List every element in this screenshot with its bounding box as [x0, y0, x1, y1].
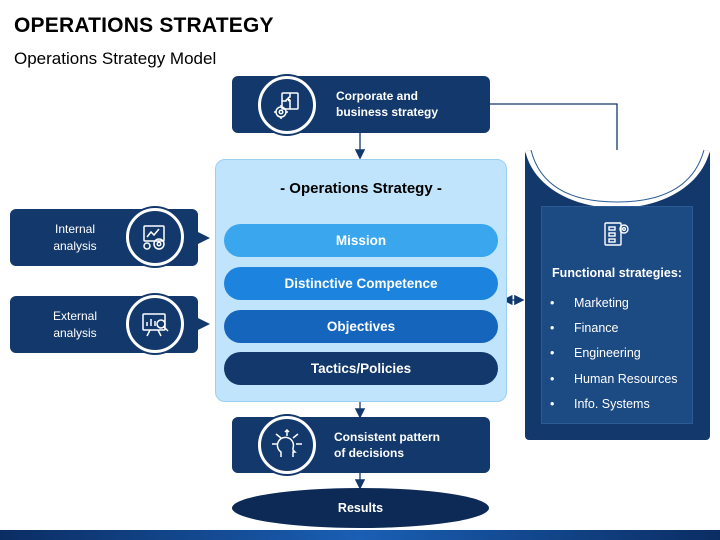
- pill-tactics-policies: Tactics/Policies: [224, 352, 498, 385]
- external-analysis-label-line2: analysis: [53, 326, 97, 340]
- puzzle-gear-icon: [258, 76, 316, 134]
- flowchart-icon: [602, 219, 632, 249]
- internal-analysis-label-line2: analysis: [53, 239, 97, 253]
- functional-strategies-panel: Functional strategies: •Marketing •Finan…: [525, 150, 710, 440]
- functional-strategies-list: •Marketing •Finance •Engineering •Human …: [550, 291, 678, 417]
- internal-analysis-label-line1: Internal: [54, 222, 96, 236]
- list-item: •Info. Systems: [550, 396, 650, 411]
- footer-bar: [0, 530, 720, 540]
- functional-strategies-title: Functional strategies:: [552, 266, 682, 280]
- presentation-search-icon: [126, 295, 184, 353]
- pill-mission: Mission: [224, 224, 498, 257]
- panel-arc-cutout: [525, 150, 710, 208]
- arrow-internal-to-ops: [198, 232, 210, 244]
- corporate-strategy-label-line2: business strategy: [336, 105, 439, 119]
- external-analysis-label-line1: External: [52, 309, 98, 323]
- operations-strategy-title: - Operations Strategy -: [280, 180, 442, 197]
- functional-strategies-card: Functional strategies: •Marketing •Finan…: [541, 206, 693, 424]
- page-subtitle: Operations Strategy Model: [14, 49, 217, 68]
- list-item: •Finance: [550, 321, 619, 336]
- analysis-gear-icon: [126, 208, 184, 266]
- corporate-strategy-label-line1: Corporate and: [336, 89, 419, 103]
- list-item: •Human Resources: [550, 371, 678, 386]
- page-title: OPERATIONS STRATEGY: [14, 14, 274, 37]
- arrow-external-to-ops: [198, 318, 210, 330]
- decisions-label-line1: Consistent pattern: [334, 430, 441, 444]
- operations-strategy-panel: - Operations Strategy - Mission Distinct…: [215, 159, 507, 402]
- head-arrows-icon: [258, 416, 316, 474]
- results-ellipse: Results: [232, 488, 489, 528]
- pill-distinctive-competence: Distinctive Competence: [224, 267, 498, 300]
- pill-objectives: Objectives: [224, 310, 498, 343]
- list-item: •Engineering: [550, 346, 641, 361]
- decisions-label-line2: of decisions: [334, 446, 405, 460]
- list-item: •Marketing: [550, 296, 629, 310]
